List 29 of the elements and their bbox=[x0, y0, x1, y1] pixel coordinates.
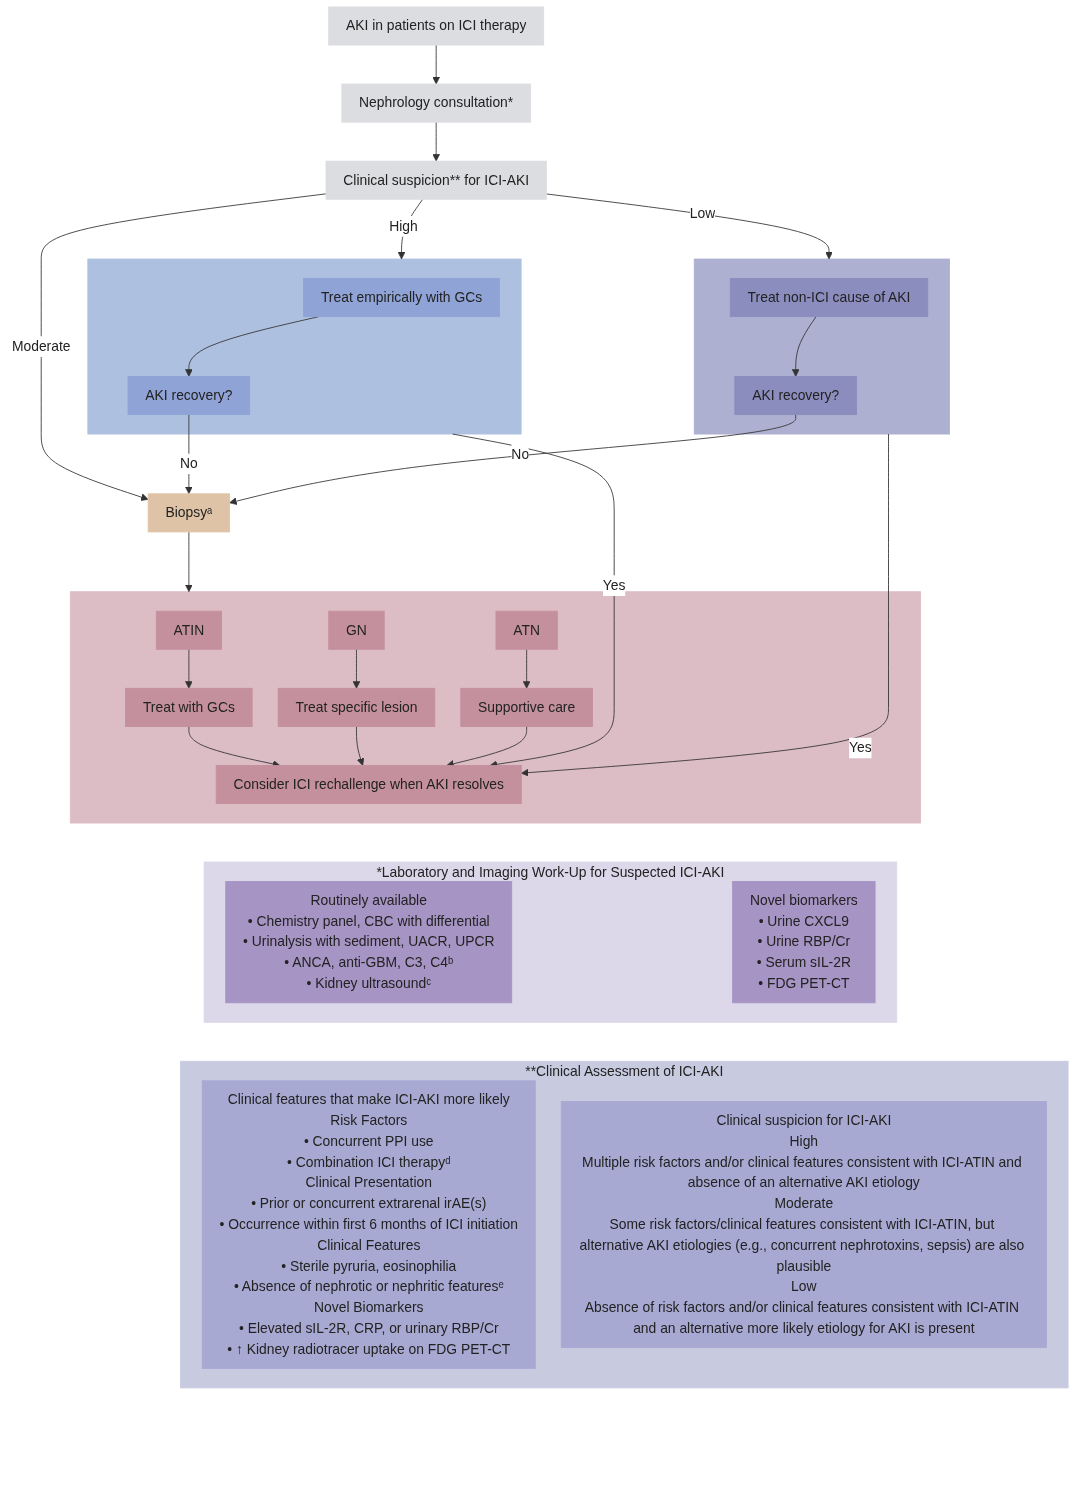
node-box: Treat non-ICI cause of AKI bbox=[729, 278, 929, 318]
node-box: Treat empirically with GCs bbox=[303, 278, 500, 318]
edge-label: Moderate bbox=[11, 338, 71, 354]
node-box: Clinical suspicion for ICI-AKI High Multiple risk factors and/or clinical features consistent with ICI-ATIN and absence of an alternative AKI etiology Moderate Some risk factors/clinical features consistent with ICI-ATIN, but alternative AKI etiologies (e.g., concurrent nephrotoxins, sepsis) are also plausible Low Absence of risk factors and/or clinical features consistent with ICI-ATIN and an alternative more likely etiology for AKI is present bbox=[560, 1101, 1047, 1349]
edge-label: No bbox=[511, 446, 530, 462]
cluster bbox=[87, 258, 522, 435]
node-box: Clinical features that make ICI-AKI more likely Risk Factors • Concurrent PPI use • Combination ICI therapyᵈ Clinical Presentation • Prior or concurrent extrarenal irAE(s) • Occurrence within first 6 months of ICI initiation Clinical Features • Sterile pyruria, eosinophilia • Absence of nephrotic or nephritic featuresᵉ Novel Biomarkers • Elevated sIL-2R, CRP, or urinary RBP/Cr • ↑ Kidney radiotracer uptake on FDG PET-CT bbox=[201, 1080, 536, 1369]
node-box: GN bbox=[328, 610, 385, 650]
node-box: Clinical suspicion** for ICI-AKI bbox=[325, 160, 547, 200]
node-box: ATIN bbox=[155, 610, 222, 650]
node-box: AKI recovery? bbox=[734, 376, 857, 415]
node-box: Novel biomarkers • Urine CXCL9 • Urine RBP/Cr • Serum sIL-2R • FDG PET-CT bbox=[732, 881, 876, 1004]
node-box: AKI recovery? bbox=[127, 376, 251, 415]
node-box: Supportive care bbox=[460, 687, 593, 727]
edge-label: Yes bbox=[849, 740, 872, 755]
node-box: Treat with GCs bbox=[125, 687, 253, 727]
node-box: ATN bbox=[495, 610, 558, 650]
node-box: Routinely available • Chemistry panel, CBC with differential • Urinalysis with sediment, UACR, UPCR • ANCA, anti-GBM, C3, C4ᵇ • Kidney ultrasoundᶜ bbox=[225, 881, 513, 1004]
edge-label: High bbox=[389, 218, 418, 234]
node-box: Biopsyᵃ bbox=[147, 493, 231, 533]
cluster bbox=[69, 591, 921, 824]
node-box: Consider ICI rechallenge when AKI resolves bbox=[215, 765, 522, 804]
edge-label: Low bbox=[689, 205, 716, 221]
edge-label: No bbox=[180, 456, 198, 471]
cluster bbox=[693, 258, 950, 435]
node-box: Treat specific lesion bbox=[277, 687, 436, 727]
edge-label: Yes bbox=[602, 577, 626, 593]
node-box: AKI in patients on ICI therapy bbox=[328, 6, 545, 46]
node-box: Nephrology consultation* bbox=[341, 83, 531, 123]
